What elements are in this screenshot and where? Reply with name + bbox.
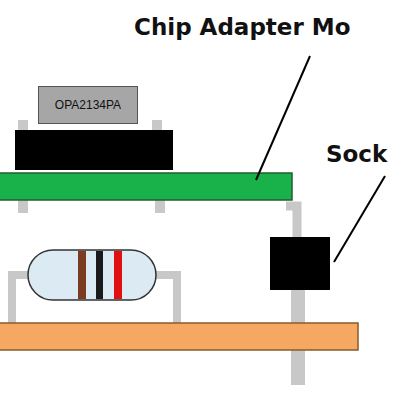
callout-label: Chip Adapter Mo: [134, 14, 351, 40]
resistor-band: [78, 251, 86, 299]
adapter-board: [0, 173, 292, 200]
resistor-band: [114, 251, 122, 299]
resistor-symbol: [28, 250, 156, 300]
socket-pin: [291, 285, 305, 325]
leader-line: [256, 56, 310, 180]
chip-label: OPA2134PA: [38, 86, 138, 124]
resistor-band: [96, 251, 103, 299]
socket-pin: [291, 349, 305, 385]
main-board: [0, 323, 358, 350]
leader-line: [334, 176, 385, 262]
callout-label: Sock: [326, 141, 387, 167]
part-number: OPA2134PA: [55, 98, 121, 112]
socket: [270, 237, 330, 290]
adapter-pin: [286, 206, 297, 240]
chip-body: [15, 130, 173, 170]
resistor-lead: [152, 275, 177, 326]
